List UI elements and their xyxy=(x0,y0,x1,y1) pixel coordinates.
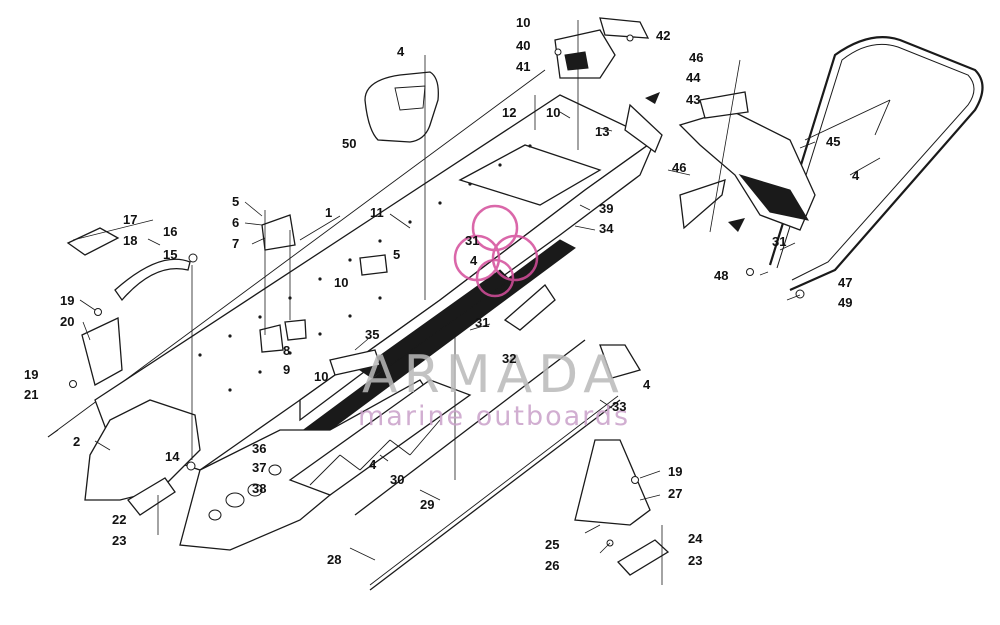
callout-46: 46 xyxy=(672,160,686,175)
arrow-marker xyxy=(728,218,745,232)
callout-41: 41 xyxy=(516,59,530,74)
callout-10: 10 xyxy=(516,15,530,30)
callout-5: 5 xyxy=(232,194,239,209)
callout-5: 5 xyxy=(393,247,400,262)
callout-23: 23 xyxy=(688,553,702,568)
callout-32: 32 xyxy=(502,351,516,366)
callout-19: 19 xyxy=(60,293,74,308)
watermark-tagline: marine outboards xyxy=(358,401,630,432)
snow-flap xyxy=(678,109,816,231)
callout-45: 45 xyxy=(826,134,840,149)
callout-10: 10 xyxy=(546,105,560,120)
callout-50: 50 xyxy=(342,136,356,151)
callout-11: 11 xyxy=(370,205,384,220)
callout-29: 29 xyxy=(420,497,434,512)
tail-light xyxy=(554,17,650,79)
callout-9: 9 xyxy=(283,362,290,377)
callout-39: 39 xyxy=(599,201,613,216)
callout-40: 40 xyxy=(516,38,530,53)
callout-2: 2 xyxy=(73,434,80,449)
seat-pad xyxy=(364,71,439,143)
callout-36: 36 xyxy=(252,441,266,456)
callout-35: 35 xyxy=(365,327,379,342)
callout-25: 25 xyxy=(545,537,559,552)
fasteners xyxy=(69,20,805,585)
callout-22: 22 xyxy=(112,512,126,527)
callout-19: 19 xyxy=(24,367,38,382)
running-rails xyxy=(354,339,621,591)
watermark-logo-icon xyxy=(453,204,539,298)
callout-30: 30 xyxy=(390,472,404,487)
callout-17: 17 xyxy=(123,212,137,227)
callout-19: 19 xyxy=(668,464,682,479)
callout-8: 8 xyxy=(283,343,290,358)
small-parts xyxy=(66,91,749,576)
callout-16: 16 xyxy=(163,224,177,239)
callout-4: 4 xyxy=(852,168,860,183)
callout-7: 7 xyxy=(232,236,239,251)
callout-31: 31 xyxy=(475,315,489,330)
callout-43: 43 xyxy=(686,92,700,107)
callout-47: 47 xyxy=(838,275,852,290)
callout-42: 42 xyxy=(656,28,670,43)
left-side-panel xyxy=(84,379,472,551)
callout-24: 24 xyxy=(688,531,703,546)
callout-28: 28 xyxy=(327,552,341,567)
callout-48: 48 xyxy=(714,268,728,283)
callout-26: 26 xyxy=(545,558,559,573)
callout-4: 4 xyxy=(470,253,478,268)
watermark-brand: ARMADA xyxy=(362,345,625,405)
callout-4: 4 xyxy=(643,377,651,392)
callout-44: 44 xyxy=(686,70,701,85)
rear-bumper xyxy=(768,36,984,292)
callout-34: 34 xyxy=(599,221,614,236)
callout-15: 15 xyxy=(163,247,177,262)
callout-10: 10 xyxy=(314,369,328,384)
callout-1: 1 xyxy=(325,205,332,220)
arrow-marker xyxy=(645,92,660,104)
callout-21: 21 xyxy=(24,387,38,402)
callout-labels: 1 2 4 4 4 4 4 5 5 6 7 8 9 10 10 10 10 11… xyxy=(24,15,860,573)
leader-lines xyxy=(72,111,881,561)
callout-18: 18 xyxy=(123,233,137,248)
callout-46: 46 xyxy=(689,50,703,65)
callout-10: 10 xyxy=(334,275,348,290)
callout-12: 12 xyxy=(502,105,516,120)
callout-31: 31 xyxy=(772,234,786,249)
callout-49: 49 xyxy=(838,295,852,310)
callout-6: 6 xyxy=(232,215,239,230)
callout-33: 33 xyxy=(612,399,626,414)
callout-13: 13 xyxy=(595,124,609,139)
callout-4: 4 xyxy=(369,457,377,472)
callout-31: 31 xyxy=(465,233,479,248)
watermark: ARMADA marine outboards xyxy=(358,204,630,432)
callout-14: 14 xyxy=(165,449,180,464)
callout-23: 23 xyxy=(112,533,126,548)
callout-20: 20 xyxy=(60,314,74,329)
callout-27: 27 xyxy=(668,486,682,501)
callout-38: 38 xyxy=(252,481,266,496)
callout-37: 37 xyxy=(252,460,266,475)
callout-4: 4 xyxy=(397,44,405,59)
